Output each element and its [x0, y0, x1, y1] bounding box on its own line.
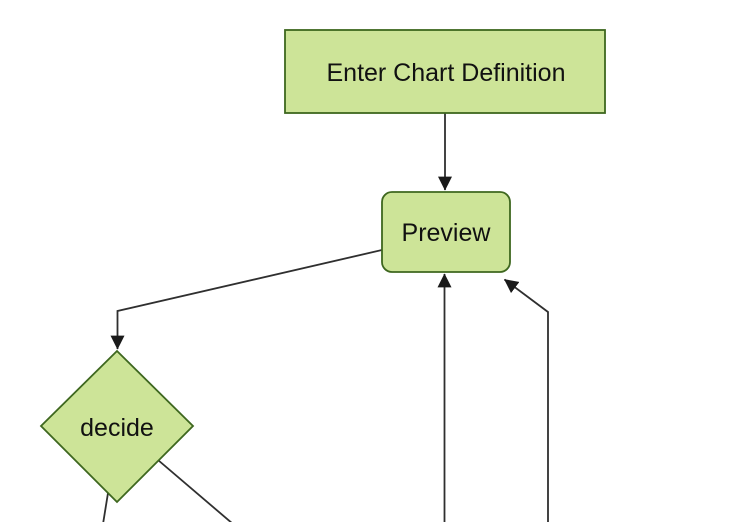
node-preview: Preview: [381, 191, 511, 273]
node-enter-chart-definition: Enter Chart Definition: [284, 29, 606, 114]
decide-label: decide: [80, 414, 154, 442]
edge-bottom-right-to-preview: [503, 278, 549, 522]
decide-diamond: [39, 349, 195, 504]
preview-box: [381, 191, 511, 273]
enter-chart-definition-label: Enter Chart Definition: [326, 59, 565, 87]
enter-chart-definition-box: [284, 29, 606, 114]
preview-label: Preview: [402, 219, 492, 247]
node-decide: decide: [39, 349, 195, 504]
edge-decide-to-offscreen-left: [102, 492, 109, 522]
edge-preview-to-decide: [110, 249, 383, 350]
edge-decide-to-offscreen-right: [157, 459, 233, 522]
